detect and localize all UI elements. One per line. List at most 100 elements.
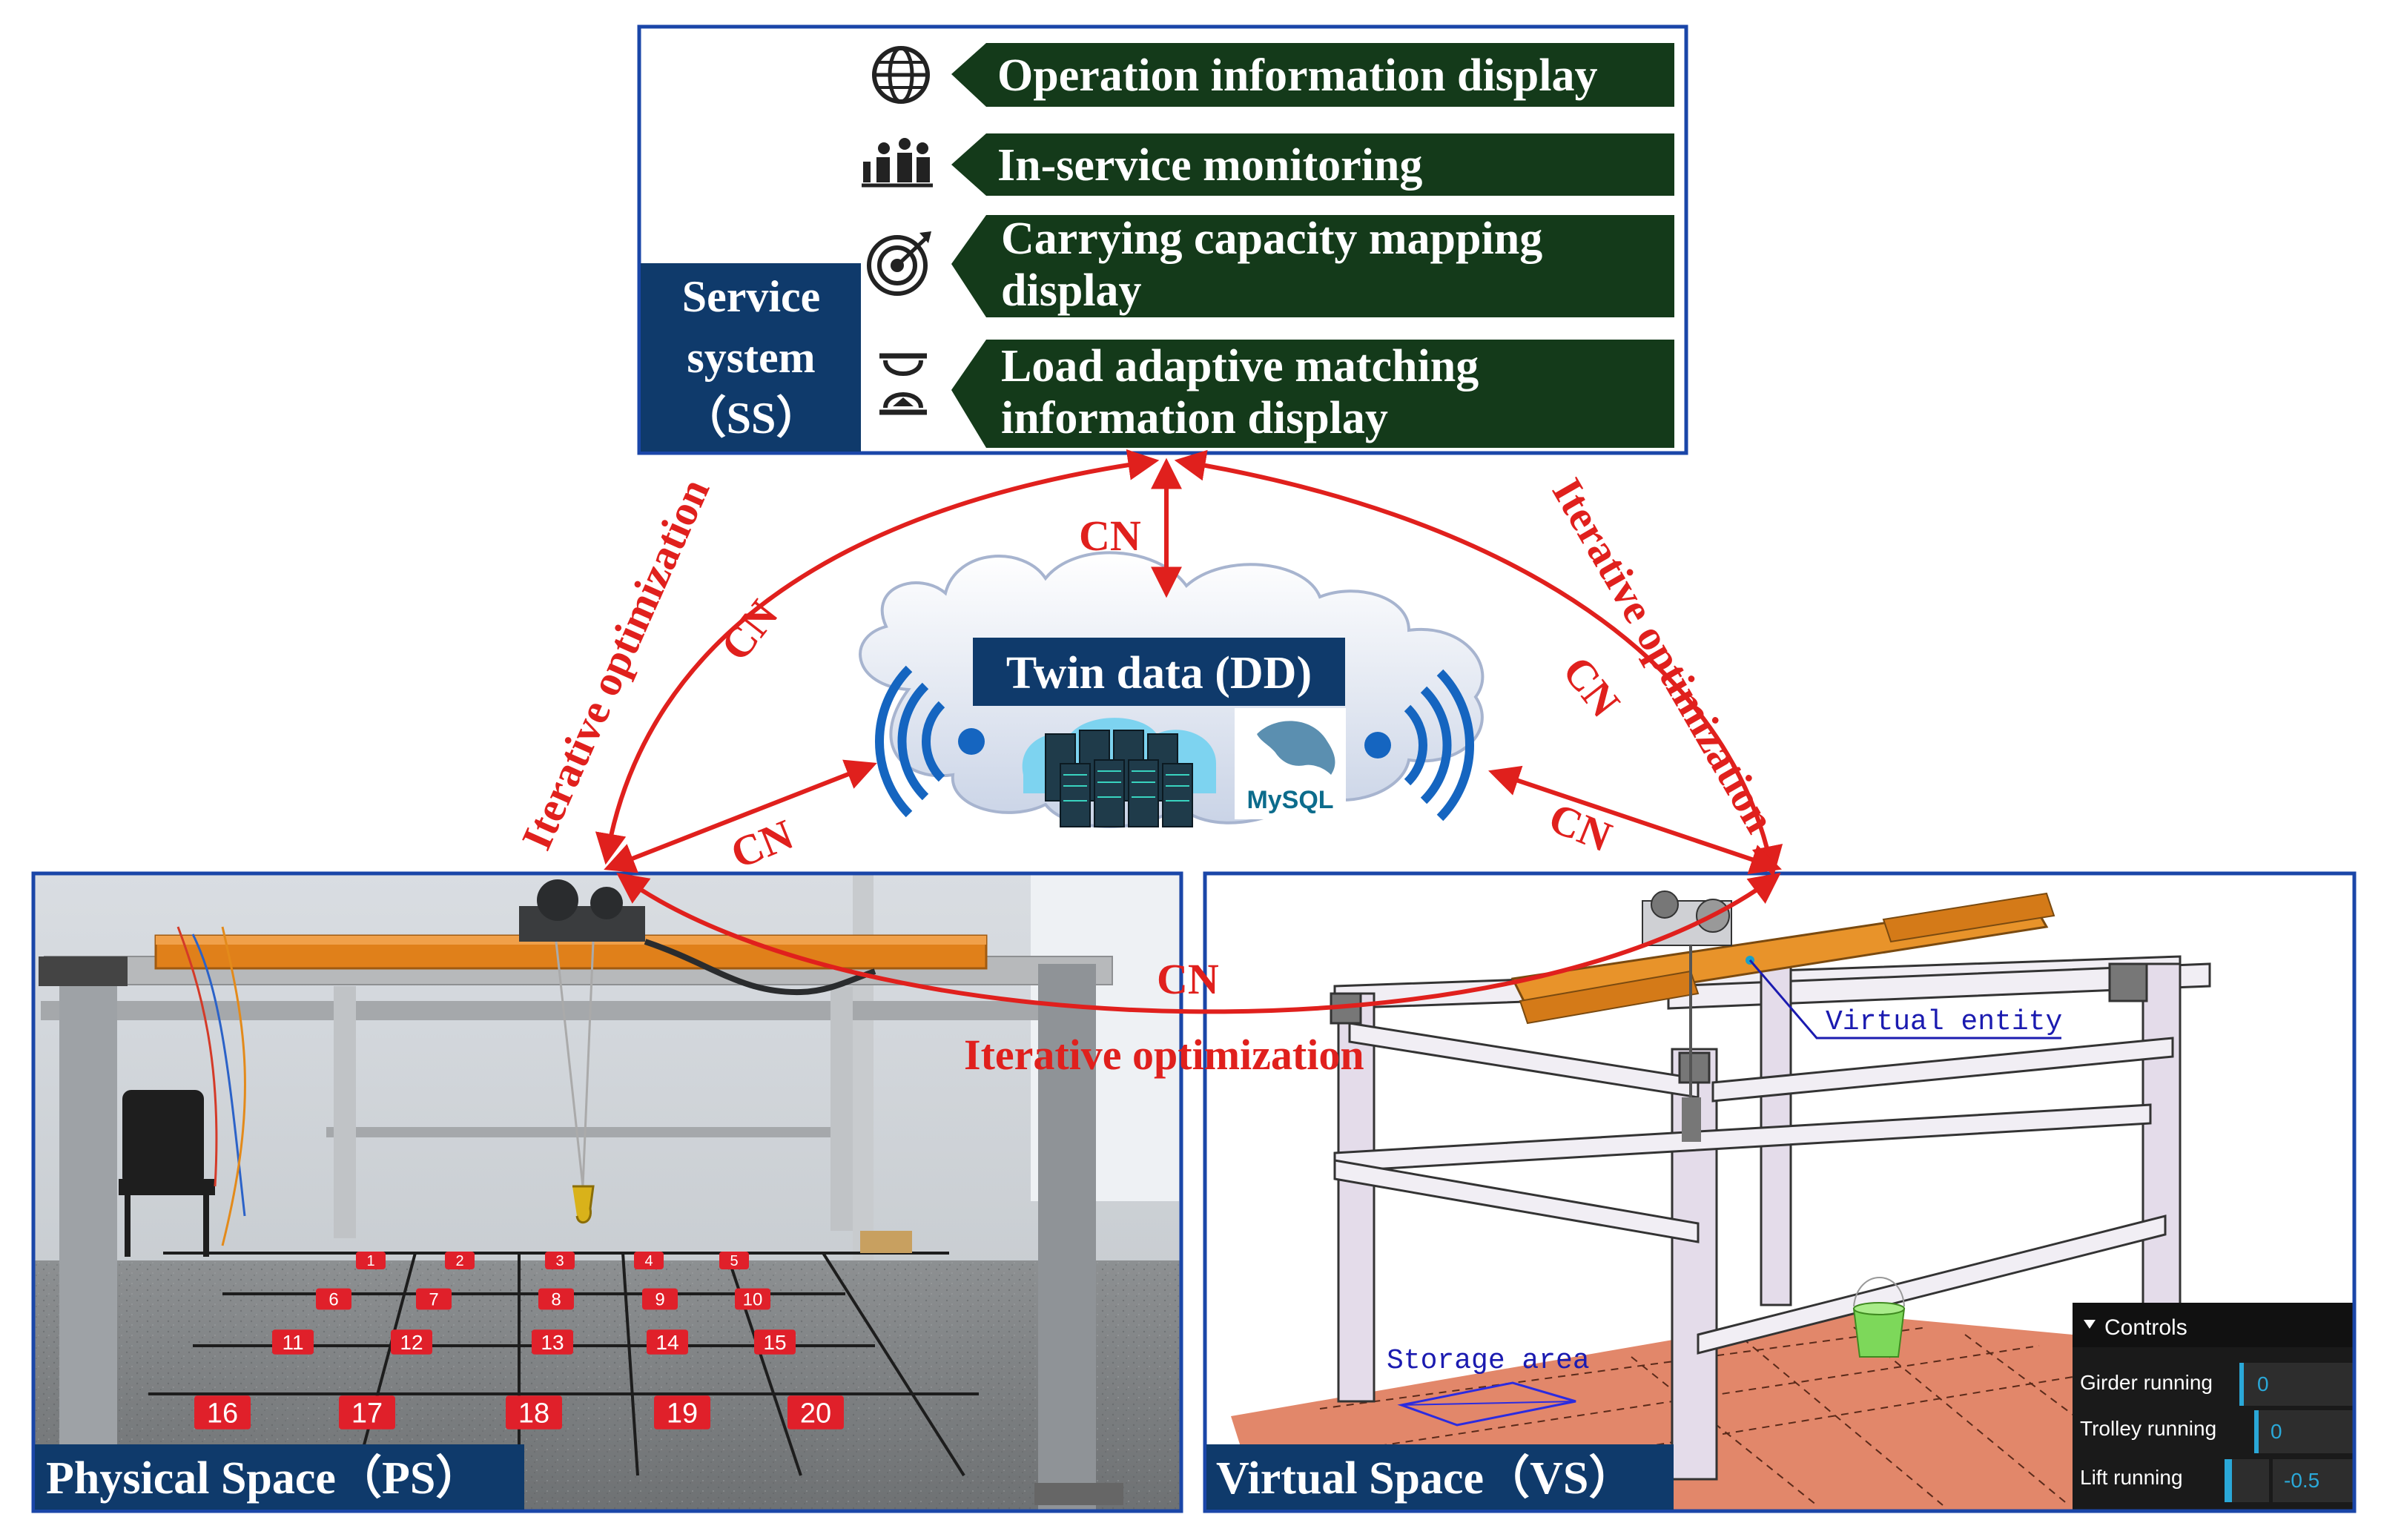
floor-number-tile	[532, 1329, 573, 1355]
service-system-title-line-1: Service	[682, 272, 821, 321]
floor-number-tile	[445, 1252, 475, 1269]
bucket-load	[1852, 1277, 1906, 1358]
service-system-title-box	[641, 263, 861, 452]
mysql-logo: MySQL	[1235, 708, 1346, 819]
iterative-label-bottom: Iterative optimization	[964, 1031, 1364, 1079]
service-item-label-line-2: display	[1001, 265, 1142, 316]
virtual-entity-label: Virtual entity	[1826, 1006, 2062, 1038]
floor-number: 11	[282, 1331, 303, 1354]
control-row-lift[interactable]: Lift running -0.5	[2080, 1459, 2354, 1502]
cn-label-right-arc: CN	[1553, 647, 1630, 726]
service-item-in-service-monitoring: In-service monitoring	[862, 133, 1674, 196]
physical-crane	[39, 879, 1123, 1513]
people-chart-icon	[862, 138, 933, 188]
connection-arrows	[595, 449, 1783, 1014]
control-label: Lift running	[2080, 1466, 2183, 1489]
chevron-down-icon	[2084, 1320, 2096, 1329]
vs-dd-arrow	[1488, 765, 1782, 875]
floor-number-tile	[719, 1252, 749, 1269]
virtual-space-panel: Storage area	[1203, 871, 2357, 1513]
floor-number: 4	[644, 1253, 653, 1269]
control-input	[2273, 1459, 2354, 1502]
floor-number: 7	[429, 1289, 438, 1309]
floor-number: 20	[800, 1398, 831, 1429]
floor-number-tile	[538, 1288, 574, 1310]
mysql-logo-text: MySQL	[1246, 786, 1333, 814]
chair	[119, 1090, 215, 1257]
floor-number-tile	[634, 1252, 664, 1269]
floor-number: 8	[551, 1289, 561, 1309]
cn-label-top: CN	[1079, 512, 1141, 560]
service-system-panel: Service system （SS） Operation informatio…	[637, 24, 1688, 455]
virtual-space-title-box	[1206, 1444, 1674, 1510]
control-label: Girder running	[2080, 1371, 2213, 1394]
control-value[interactable]: 0	[2257, 1372, 2269, 1395]
control-row-girder[interactable]: Girder running 0	[2080, 1363, 2354, 1406]
ps-vs-arrow	[616, 872, 1781, 1014]
floor-number-tile	[642, 1288, 678, 1310]
iterative-label-right: Iterative optimization	[1543, 470, 1785, 841]
service-system-title-line-3: （SS）	[682, 393, 821, 443]
control-input	[2239, 1363, 2354, 1406]
floor-number: 17	[351, 1398, 383, 1429]
service-item-label-line-1: Load adaptive matching	[1001, 341, 1479, 391]
floor-number-tile	[416, 1288, 452, 1310]
floor-number: 5	[730, 1253, 738, 1269]
hourglass-icon	[879, 353, 927, 415]
floor-number-tile	[654, 1395, 710, 1430]
floor-number: 15	[763, 1331, 786, 1354]
physical-space-title-box	[35, 1444, 524, 1510]
storage-area-label: Storage area	[1387, 1345, 1590, 1377]
control-value[interactable]: 0	[2271, 1420, 2282, 1443]
twin-data-cloud: Twin data (DD)	[859, 551, 1485, 828]
control-slider-fill	[2225, 1459, 2232, 1502]
control-row-trolley[interactable]: Trolley running 0	[2080, 1410, 2354, 1453]
virtual-girder	[1510, 890, 2055, 1142]
floor-number: 6	[328, 1289, 338, 1309]
floor-number: 1	[366, 1253, 374, 1269]
target-icon	[867, 231, 931, 296]
control-input	[2254, 1410, 2354, 1453]
twin-data-title: Twin data (DD)	[1006, 648, 1312, 698]
globe-icon	[872, 46, 930, 104]
ps-dd-arrow	[604, 759, 877, 873]
cn-label-bottom: CN	[1157, 955, 1219, 1003]
service-item-label: In-service monitoring	[997, 140, 1422, 191]
cn-label-left-arc: CN	[711, 591, 787, 670]
floor-number: 19	[667, 1398, 698, 1429]
virtual-space-title: Virtual Space（VS）	[1216, 1452, 1634, 1504]
floor-number-tile	[647, 1329, 688, 1355]
floor-number: 14	[655, 1331, 678, 1354]
service-item-load-adaptive: Load adaptive matching information displ…	[879, 340, 1674, 448]
floor-number: 10	[743, 1289, 763, 1309]
cn-label-vs-dd: CN	[1542, 793, 1618, 862]
floor-number-tile	[316, 1288, 351, 1310]
floor-number: 9	[655, 1289, 664, 1309]
control-label: Trolley running	[2080, 1417, 2216, 1440]
service-item-label-line-1: Carrying capacity mapping	[1001, 214, 1542, 264]
floor-number: 16	[207, 1398, 238, 1429]
floor-number-tile	[735, 1288, 770, 1310]
floor-number-tile	[545, 1252, 575, 1269]
virtual-entity-leader	[1748, 959, 2061, 1040]
floor-number-tile	[506, 1395, 562, 1430]
controls-panel[interactable]: Controls Girder running 0 Trolley runnin…	[2073, 1303, 2354, 1511]
control-value[interactable]: -0.5	[2284, 1469, 2319, 1492]
floor-number-tile	[339, 1395, 395, 1430]
floor-number-tile	[194, 1395, 251, 1430]
floor-number: 12	[400, 1331, 423, 1354]
floor-number: 3	[555, 1253, 564, 1269]
controls-header: Controls	[2104, 1315, 2187, 1340]
service-system-title-line-2: system	[687, 333, 815, 382]
floor-number-tile	[391, 1329, 432, 1355]
iterative-label-left: Iterative optimization	[512, 472, 719, 856]
floor-number-tile	[787, 1395, 844, 1430]
floor-number: 2	[455, 1253, 463, 1269]
floor-number-tile	[356, 1252, 386, 1269]
floor-number: 18	[518, 1398, 549, 1429]
floor-number-tile	[272, 1329, 314, 1355]
floor-number: 13	[541, 1331, 564, 1354]
